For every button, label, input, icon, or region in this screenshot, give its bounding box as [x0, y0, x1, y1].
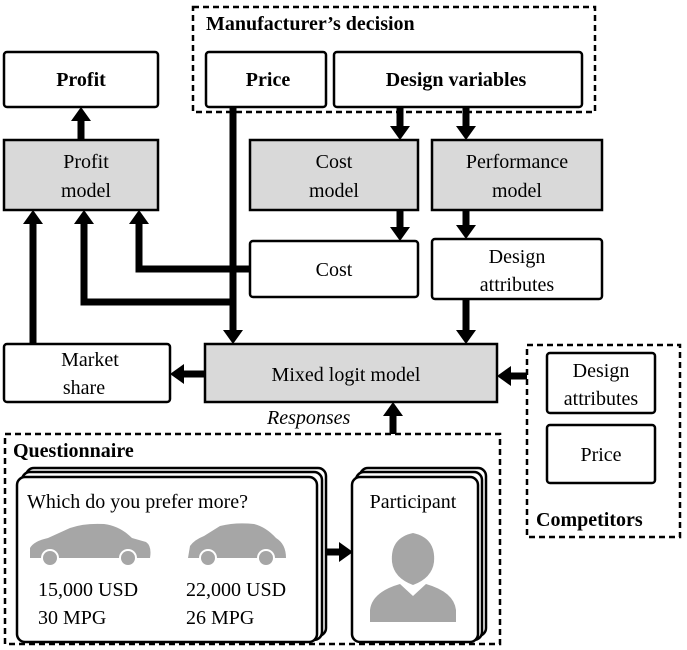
node-profit-model-line1: Profit: [63, 151, 109, 173]
option-1-mpg: 30 MPG: [38, 607, 106, 629]
option-1-price: 15,000 USD: [38, 579, 138, 601]
arrowhead-down-costmodel: [390, 126, 410, 140]
node-profit-model: Profit model: [2, 138, 160, 212]
group-manufacturer: Manufacturer’s decision: [191, 5, 597, 114]
node-cost-model-line1: Cost: [316, 151, 353, 173]
node-design-attributes-line2: attributes: [480, 274, 555, 296]
arrowhead-left-mixedlogit: [497, 366, 511, 386]
arrowhead-down-mixedlogit-2: [223, 330, 243, 344]
node-design-variables: Design variables: [332, 50, 584, 109]
node-cost-model-line2: model: [309, 180, 359, 202]
node-comp-design-attributes-line1: Design: [573, 360, 630, 382]
node-price: Price: [204, 50, 328, 109]
group-questionnaire-label: Questionnaire: [13, 440, 134, 462]
node-design-attributes-line1: Design: [489, 246, 546, 268]
person-icon: [370, 533, 456, 622]
arrowhead-up-profit: [71, 107, 91, 121]
arrowhead-up-profitmodel-2: [74, 210, 94, 224]
option-2-mpg: 26 MPG: [186, 607, 254, 629]
arrowheads: [23, 107, 511, 562]
node-cost-model: Cost model: [248, 138, 420, 212]
edge-label-responses: Responses: [266, 407, 351, 429]
arrowhead-down-performance: [456, 126, 476, 140]
node-cost-label: Cost: [316, 259, 353, 281]
group-competitors-label: Competitors: [536, 509, 643, 531]
node-performance-model: Performance model: [430, 138, 604, 212]
node-market-share-line2: share: [63, 377, 105, 399]
arrow-cost-to-profitmodel: [135, 222, 250, 273]
node-market-share-line1: Market: [61, 349, 119, 371]
node-mixed-logit-label: Mixed logit model: [272, 364, 421, 386]
node-profit: Profit: [2, 50, 160, 109]
node-comp-design-attributes-line2: attributes: [564, 388, 639, 410]
car-icon: [188, 523, 286, 567]
node-cost: Cost: [248, 239, 420, 299]
group-competitors: Design attributes Price Competitors: [525, 343, 682, 539]
node-profit-label: Profit: [56, 69, 106, 91]
node-comp-price-label: Price: [580, 444, 621, 466]
arrowhead-left-marketshare: [170, 364, 184, 384]
arrowhead-down-cost: [390, 227, 410, 241]
node-design-attributes: Design attributes: [430, 237, 604, 301]
arrowhead-right-participant: [339, 542, 353, 562]
node-comp-price: [545, 423, 657, 485]
participant-label: Participant: [370, 491, 457, 513]
arrowhead-up-profitmodel-3: [23, 210, 43, 224]
node-price-label: Price: [246, 69, 291, 91]
node-mixed-logit: Mixed logit model: [203, 342, 499, 404]
option-2-price: 22,000 USD: [186, 579, 286, 601]
node-performance-model-line2: model: [492, 180, 542, 202]
node-performance-model-line1: Performance: [466, 151, 568, 173]
node-design-variables-label: Design variables: [386, 69, 527, 91]
group-manufacturer-label: Manufacturer’s decision: [206, 13, 415, 35]
node-market-share: Market share: [2, 342, 172, 404]
arrowhead-down-mixedlogit-1: [456, 330, 476, 344]
arrow-price-to-profitmodel: [80, 222, 233, 306]
node-profit-model-line2: model: [61, 180, 111, 202]
question-card: [15, 475, 319, 644]
arrowhead-up-profitmodel-1: [129, 210, 149, 224]
connectors: [29, 107, 527, 556]
car-icon: [30, 523, 151, 567]
question-text: Which do you prefer more?: [27, 491, 248, 513]
node-comp-design-attributes: [545, 351, 657, 415]
arrowhead-down-designattributes: [456, 225, 476, 239]
arrowhead-up-responses: [383, 402, 403, 416]
group-questionnaire: Questionnaire Which do you prefer more? …: [3, 432, 502, 646]
